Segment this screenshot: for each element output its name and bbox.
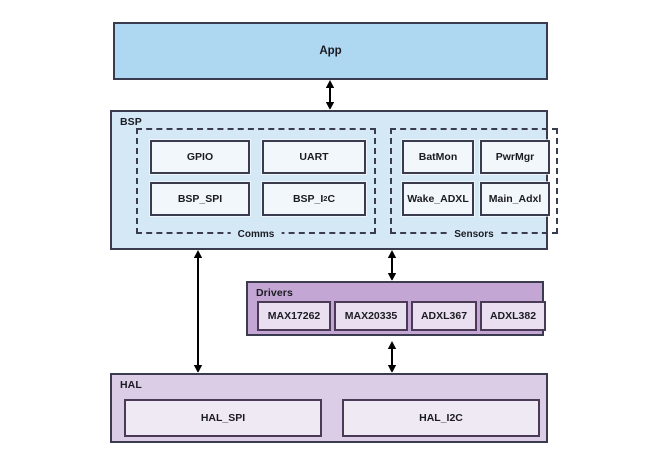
module-pwrmgr[interactable]: PwrMgr bbox=[480, 140, 550, 174]
module-wake-adxl[interactable]: Wake_ADXL bbox=[402, 182, 474, 216]
sensors-group-label: Sensors bbox=[447, 229, 501, 241]
bsp-layer-label: BSP bbox=[120, 116, 142, 128]
module-hal-spi[interactable]: HAL_SPI bbox=[124, 399, 322, 437]
module-bsp-spi[interactable]: BSP_SPI bbox=[150, 182, 250, 216]
module-batmon[interactable]: BatMon bbox=[402, 140, 474, 174]
drivers-layer-label: Drivers bbox=[256, 287, 293, 299]
connector-bsp-to-hal bbox=[191, 250, 205, 373]
driver-adxl382[interactable]: ADXL382 bbox=[480, 301, 546, 331]
module-hal-i2c[interactable]: HAL_I2C bbox=[342, 399, 540, 437]
comms-group-label: Comms bbox=[230, 229, 282, 241]
module-gpio[interactable]: GPIO bbox=[150, 140, 250, 174]
hal-layer-label: HAL bbox=[120, 379, 142, 391]
module-uart[interactable]: UART bbox=[262, 140, 366, 174]
driver-max20335[interactable]: MAX20335 bbox=[334, 301, 408, 331]
connector-bsp-to-drivers bbox=[385, 250, 399, 281]
hal-layer-box[interactable]: HAL HAL_SPI HAL_I2C bbox=[110, 373, 548, 443]
module-bsp-i2c-head: BSP_I bbox=[292, 193, 324, 205]
drivers-layer-box[interactable]: Drivers MAX17262 MAX20335 ADXL367 ADXL38… bbox=[246, 281, 546, 336]
connector-app-to-bsp bbox=[323, 80, 337, 110]
module-bsp-i2c-tail: C bbox=[327, 193, 336, 205]
connector-drivers-to-hal bbox=[385, 341, 399, 373]
driver-max17262[interactable]: MAX17262 bbox=[257, 301, 331, 331]
driver-adxl367[interactable]: ADXL367 bbox=[411, 301, 477, 331]
app-layer-box[interactable]: App bbox=[113, 22, 548, 80]
app-layer-label: App bbox=[319, 45, 342, 57]
module-main-adxl[interactable]: Main_Adxl bbox=[480, 182, 550, 216]
sensors-group: BatMon PwrMgr Wake_ADXL Main_Adxl Sensor… bbox=[390, 128, 558, 241]
